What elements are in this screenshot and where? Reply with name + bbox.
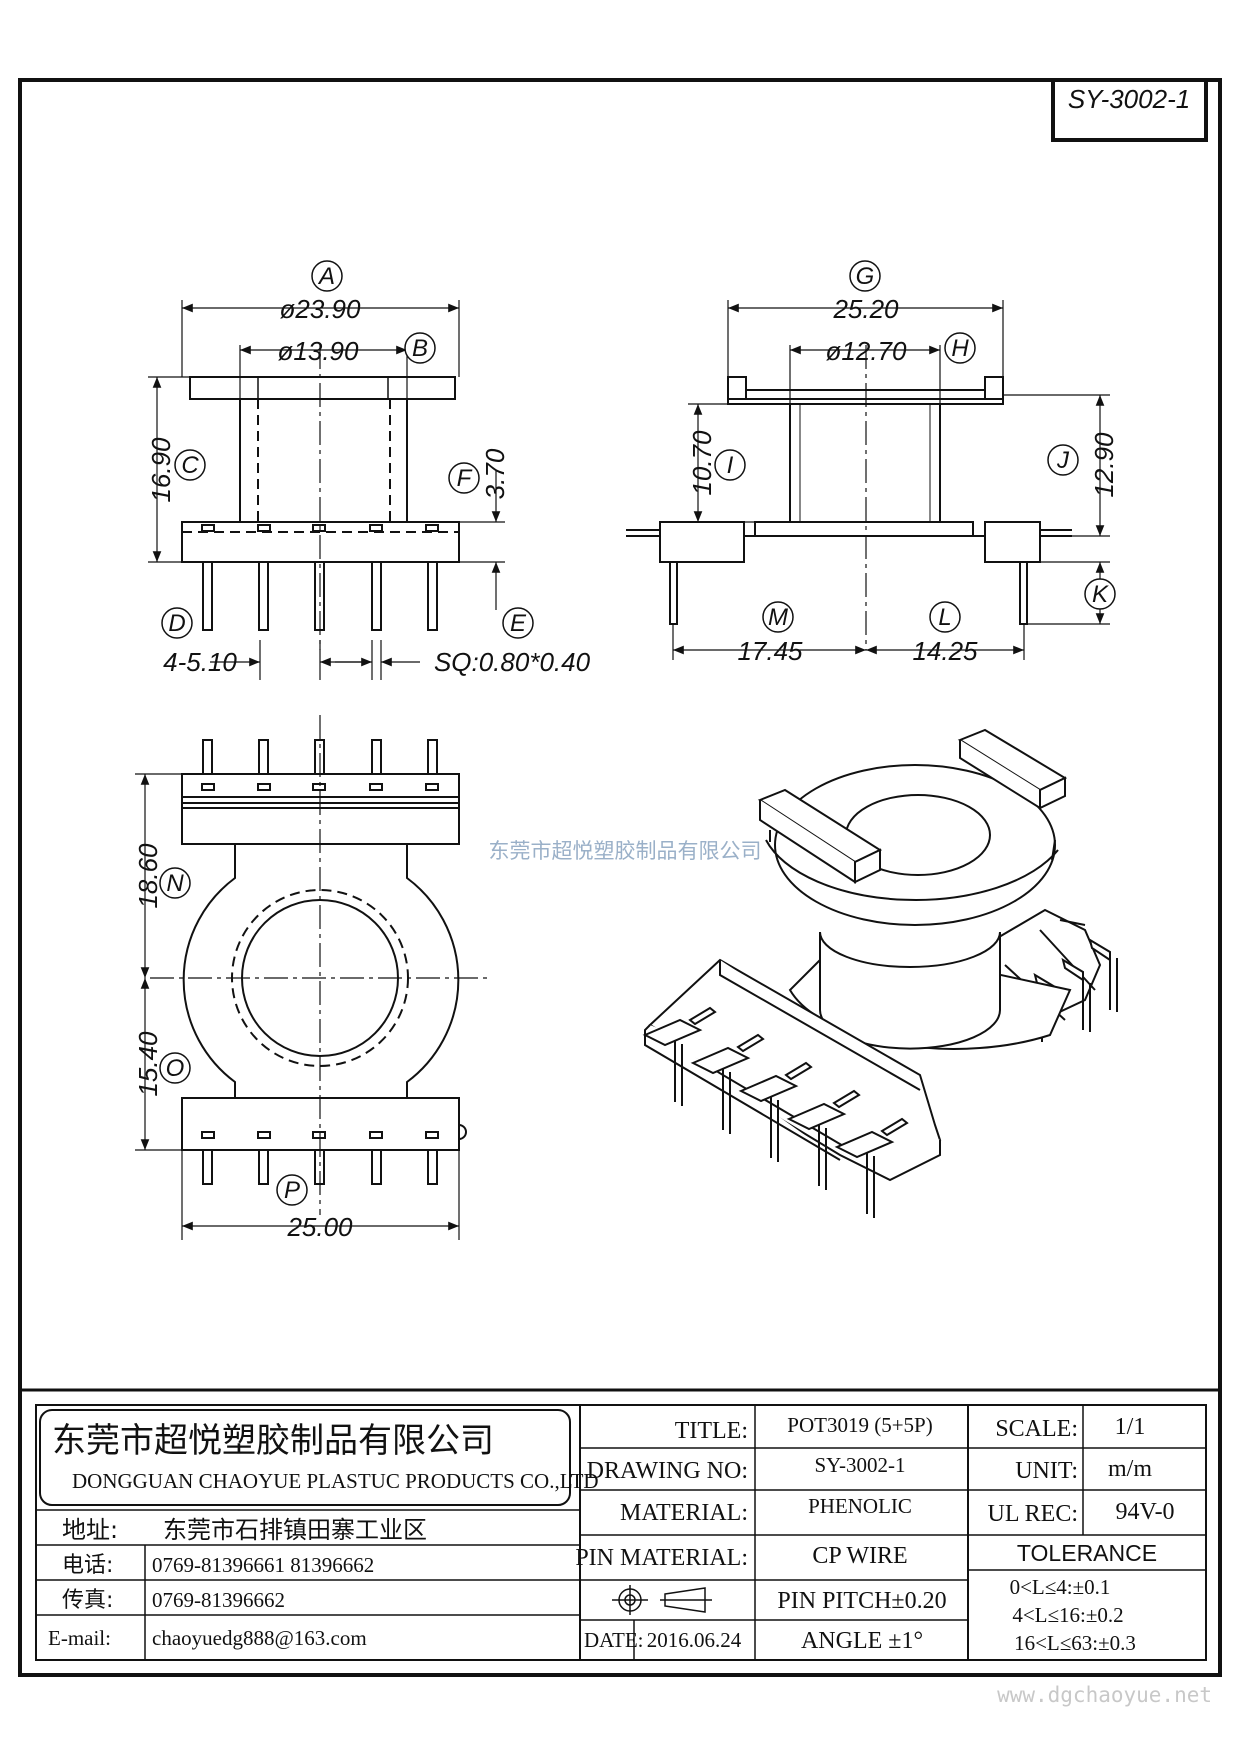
unit-label: UNIT: — [1015, 1458, 1078, 1484]
marker-f: F — [457, 465, 473, 492]
top-view — [150, 715, 490, 1215]
address-value: 东莞市石排镇田寨工业区 — [163, 1516, 427, 1544]
front-view — [181, 345, 460, 650]
unit-value: m/m — [1108, 1456, 1152, 1482]
marker-g: G — [856, 263, 875, 290]
scale-label: SCALE: — [995, 1416, 1078, 1442]
dim-h-value: ø12.70 — [826, 336, 907, 366]
dim-c-value: 16.90 — [146, 437, 176, 503]
dim-m-value: 17.45 — [737, 636, 803, 666]
dim-n-value: 18.60 — [133, 843, 163, 909]
tolerance-row-3: 16<L≤63:±0.3 — [1014, 1631, 1136, 1655]
marker-j: J — [1056, 447, 1070, 474]
dim-f-value: 3.70 — [480, 448, 510, 499]
marker-n: N — [166, 870, 184, 897]
marker-p: P — [284, 1177, 300, 1204]
date-label: DATE: — [584, 1628, 644, 1652]
outer-frame — [18, 78, 1222, 1677]
dim-g-value: 25.20 — [832, 294, 899, 324]
drawing-code-text: SY-3002-1 — [1068, 84, 1190, 114]
ul-rec-label: UL REC: — [988, 1501, 1078, 1527]
side-view-dims — [672, 300, 1110, 660]
material-value: PHENOLIC — [808, 1494, 912, 1518]
ul-rec-value: 94V-0 — [1115, 1499, 1174, 1525]
address-label: 地址: — [62, 1516, 118, 1544]
tolerance-label: TOLERANCE — [1017, 1540, 1157, 1566]
fax-label: 传真: — [62, 1588, 113, 1613]
email-value: chaoyuedg888@163.com — [152, 1626, 367, 1650]
company-name-cn: 东莞市超悦塑胶制品有限公司 — [52, 1421, 494, 1461]
scale-value: 1/1 — [1115, 1414, 1146, 1440]
fax-value: 0769-81396662 — [152, 1588, 285, 1612]
front-view-dims — [148, 300, 505, 680]
dimension-markers — [159, 260, 1116, 1206]
pin-material-label: PIN MATERIAL: — [575, 1545, 748, 1571]
marker-o: O — [166, 1055, 185, 1082]
marker-d: D — [168, 610, 185, 637]
projection-symbol-icon — [612, 1585, 712, 1615]
website-text: www.dgchaoyue.net — [997, 1683, 1212, 1707]
marker-e: E — [510, 610, 527, 637]
company-name-en: DONGGUAN CHAOYUE PLASTUC PRODUCTS CO.,LT… — [72, 1469, 599, 1493]
phone-value: 0769-81396661 81396662 — [152, 1553, 374, 1577]
phone-label: 电话: — [62, 1553, 113, 1578]
tolerance-row-2: 4<L≤16:±0.2 — [1012, 1603, 1123, 1627]
side-view — [626, 345, 1072, 650]
dim-o-value: 15.40 — [133, 1031, 163, 1097]
angle-value: ANGLE ±1° — [801, 1628, 923, 1654]
dim-i-value: 10.70 — [687, 430, 717, 496]
isometric-view — [642, 728, 1118, 1218]
drawing-no-label: DRAWING NO: — [587, 1458, 748, 1484]
tolerance-row-1: 0<L≤4:±0.1 — [1010, 1575, 1111, 1599]
marker-b: B — [412, 335, 428, 362]
dim-j-value: 12.90 — [1089, 432, 1119, 498]
dim-a-value: ø23.90 — [280, 294, 361, 324]
marker-l: L — [938, 604, 951, 631]
watermark-text: 东莞市超悦塑胶制品有限公司 — [489, 839, 762, 863]
title-value: POT3019 (5+5P) — [787, 1413, 932, 1437]
pin-pitch-value: PIN PITCH±0.20 — [777, 1588, 946, 1614]
drawing-no-value: SY-3002-1 — [814, 1453, 905, 1477]
drawing-code-box: SY-3002-1 — [1051, 78, 1208, 142]
marker-k: K — [1092, 581, 1109, 608]
marker-i: I — [727, 452, 734, 479]
marker-a: A — [317, 263, 335, 290]
dim-p-value: 25.00 — [286, 1212, 353, 1242]
top-view-dims — [135, 773, 460, 1240]
marker-c: C — [181, 452, 199, 479]
marker-h: H — [951, 335, 969, 362]
date-value: 2016.06.24 — [647, 1628, 742, 1652]
material-label: MATERIAL: — [620, 1500, 748, 1526]
dimension-marker-letters: A B C D E F G H I J K L M N O P — [166, 263, 1109, 1204]
dim-b-value: ø13.90 — [278, 336, 359, 366]
title-label: TITLE: — [675, 1418, 748, 1444]
title-block — [20, 1388, 1220, 1661]
dim-l-value: 14.25 — [912, 636, 978, 666]
email-label: E-mail: — [48, 1626, 111, 1650]
pin-material-value: CP WIRE — [812, 1543, 907, 1569]
dim-d-value: 4-5.10 — [163, 647, 237, 677]
marker-m: M — [768, 604, 788, 631]
dim-e-value: SQ:0.80*0.40 — [434, 647, 591, 677]
